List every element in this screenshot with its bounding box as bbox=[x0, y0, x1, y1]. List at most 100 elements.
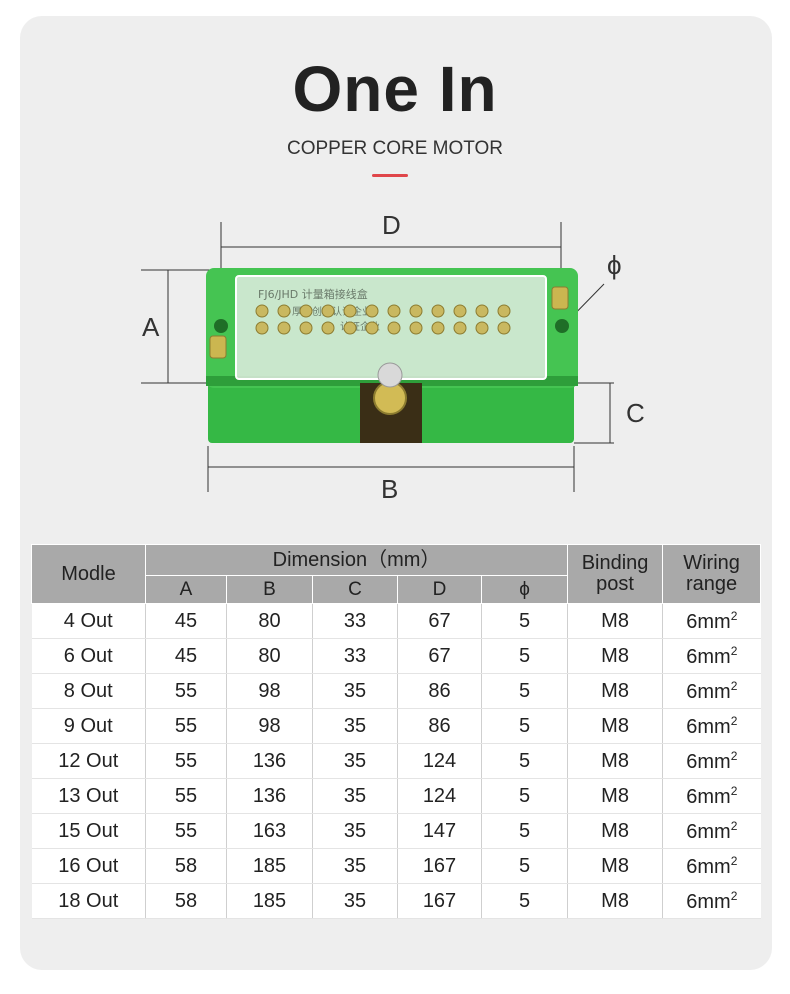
header-wiring-range-line-2: range bbox=[685, 573, 738, 595]
binding-screw-left bbox=[209, 335, 227, 359]
cell-c: 33 bbox=[312, 603, 398, 639]
cell-c: 35 bbox=[312, 743, 398, 779]
wiring-value: 6mm bbox=[686, 890, 731, 913]
wiring-superscript: 2 bbox=[730, 748, 738, 763]
cell-model: 13 Out bbox=[31, 778, 146, 814]
terminal-screws bbox=[255, 304, 511, 335]
cell-model: 15 Out bbox=[31, 813, 146, 849]
header-wiring-range: Wiring range bbox=[662, 544, 762, 604]
cell-phi: 5 bbox=[481, 673, 569, 709]
header-col-c: C bbox=[312, 575, 398, 604]
cell-model: 9 Out bbox=[31, 708, 146, 744]
cell-phi: 5 bbox=[481, 813, 569, 849]
header-dimension-group: Dimension（mm） bbox=[144, 544, 569, 576]
dimension-label-c: C bbox=[626, 398, 645, 428]
cell-phi: 5 bbox=[481, 638, 569, 674]
cell-wiring: 6mm2 bbox=[662, 708, 761, 744]
cell-model: 18 Out bbox=[31, 883, 146, 919]
cell-d: 124 bbox=[397, 778, 482, 814]
cell-a: 58 bbox=[145, 883, 227, 919]
dimension-lines bbox=[141, 222, 614, 492]
header-col-d: D bbox=[397, 575, 482, 604]
wiring-superscript: 2 bbox=[730, 608, 738, 623]
cell-a: 45 bbox=[145, 603, 227, 639]
cell-a: 55 bbox=[145, 708, 227, 744]
cell-b: 80 bbox=[226, 638, 313, 674]
cell-post: M8 bbox=[567, 813, 664, 849]
cell-b: 185 bbox=[226, 848, 313, 884]
cell-model: 6 Out bbox=[31, 638, 146, 674]
cell-a: 45 bbox=[145, 638, 227, 674]
cell-model: 4 Out bbox=[31, 603, 146, 639]
cell-post: M8 bbox=[567, 848, 664, 884]
dimension-label-d: D bbox=[382, 210, 401, 240]
header-binding-post-line-2: post bbox=[596, 573, 634, 595]
cell-wiring: 6mm2 bbox=[662, 603, 761, 639]
cell-a: 55 bbox=[145, 673, 227, 709]
cell-post: M8 bbox=[567, 603, 664, 639]
cell-post: M8 bbox=[567, 708, 664, 744]
wiring-superscript: 2 bbox=[730, 818, 738, 833]
cell-b: 98 bbox=[226, 673, 313, 709]
cell-post: M8 bbox=[567, 743, 664, 779]
cell-d: 124 bbox=[397, 743, 482, 779]
cell-model: 16 Out bbox=[31, 848, 146, 884]
cell-d: 147 bbox=[397, 813, 482, 849]
mounting-hole-left bbox=[214, 319, 228, 333]
header-binding-post: Binding post bbox=[567, 544, 664, 604]
dimension-diagram: FJ6/JHD 计量箱接线盒 ®厚泽创投认证企业 认证企业 D A C B ϕ bbox=[141, 210, 645, 500]
binding-screw-right bbox=[551, 286, 569, 310]
cell-d: 86 bbox=[397, 673, 482, 709]
cell-post: M8 bbox=[567, 883, 664, 919]
cell-c: 35 bbox=[312, 883, 398, 919]
cell-wiring: 6mm2 bbox=[662, 883, 761, 919]
input-post-washer bbox=[377, 362, 403, 388]
wiring-superscript: 2 bbox=[730, 678, 738, 693]
wiring-value: 6mm bbox=[686, 715, 731, 738]
cell-phi: 5 bbox=[481, 603, 569, 639]
cell-post: M8 bbox=[567, 673, 664, 709]
wiring-value: 6mm bbox=[686, 680, 731, 703]
cell-phi: 5 bbox=[481, 883, 569, 919]
cell-phi: 5 bbox=[481, 778, 569, 814]
cell-wiring: 6mm2 bbox=[662, 743, 761, 779]
cell-phi: 5 bbox=[481, 743, 569, 779]
cell-b: 185 bbox=[226, 883, 313, 919]
cell-a: 55 bbox=[145, 743, 227, 779]
accent-divider bbox=[372, 174, 408, 177]
cell-b: 136 bbox=[226, 743, 313, 779]
cell-a: 58 bbox=[145, 848, 227, 884]
dimension-label-a: A bbox=[142, 312, 160, 342]
wiring-value: 6mm bbox=[686, 820, 731, 843]
cell-c: 35 bbox=[312, 708, 398, 744]
cell-d: 67 bbox=[397, 638, 482, 674]
wiring-superscript: 2 bbox=[730, 853, 738, 868]
wiring-value: 6mm bbox=[686, 855, 731, 878]
header-col-a: A bbox=[145, 575, 227, 604]
cell-wiring: 6mm2 bbox=[662, 638, 761, 674]
spec-table: Modle Dimension（mm） Binding post Wiring … bbox=[31, 544, 762, 919]
cell-a: 55 bbox=[145, 778, 227, 814]
cell-model: 12 Out bbox=[31, 743, 146, 779]
header-col-phi: ϕ bbox=[480, 575, 569, 604]
wiring-value: 6mm bbox=[686, 785, 731, 808]
cell-b: 136 bbox=[226, 778, 313, 814]
cell-d: 86 bbox=[397, 708, 482, 744]
cell-c: 35 bbox=[312, 848, 398, 884]
cell-post: M8 bbox=[567, 778, 664, 814]
wiring-superscript: 2 bbox=[730, 888, 738, 903]
cell-b: 98 bbox=[226, 708, 313, 744]
wiring-superscript: 2 bbox=[730, 783, 738, 798]
product-label-line-1: FJ6/JHD 计量箱接线盒 bbox=[258, 287, 368, 301]
cell-c: 35 bbox=[312, 673, 398, 709]
cell-model: 8 Out bbox=[31, 673, 146, 709]
